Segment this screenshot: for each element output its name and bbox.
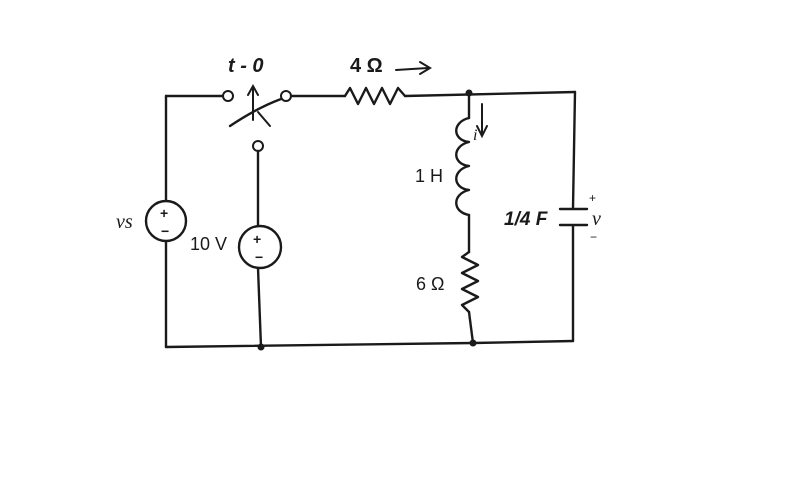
voltage-v-label: v [592,208,601,230]
switch-time-label: t - 0 [228,55,264,77]
wire-10v-branch [256,149,263,349]
svg-text:−: − [255,249,263,265]
voltage-source-10v: + − [237,224,283,270]
wire-bottom [164,339,575,349]
capacitor-plus: + [589,191,596,205]
wire-top [289,90,577,98]
source-vs-label: vs [116,211,133,233]
resistor-4-ohm [343,86,407,106]
svg-text:+: + [253,231,261,247]
current-i-arrow-icon [476,103,488,139]
inductor-label: 1 H [415,166,443,186]
capacitor-minus: − [590,230,597,244]
resistor-top-label: 4 Ω [350,55,383,77]
junction-dots [257,89,477,351]
wire-right-branch [571,90,577,343]
source-10v-label: 10 V [190,234,227,254]
voltage-source-vs: + − [144,199,188,243]
resistor-bottom-label: 6 Ω [416,274,444,294]
switch [222,83,292,152]
resistor-6-ohm [460,250,480,314]
capacitor-label: 1/4 F [504,209,549,230]
svg-text:−: − [161,223,169,239]
wire-middle-branch [467,91,475,345]
inductor-1h [455,116,471,217]
capacitor [558,207,589,227]
svg-text:+: + [160,205,168,221]
wire-left-branch [164,94,224,349]
current-arrow-icon [395,61,432,75]
current-i-label: i [473,127,477,144]
